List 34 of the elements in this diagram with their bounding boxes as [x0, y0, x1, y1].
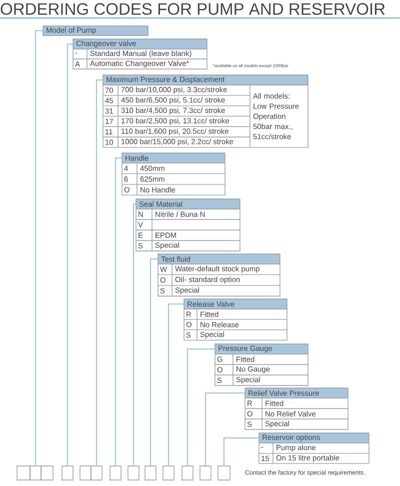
code-box: [16, 466, 30, 480]
leader-line: [132, 203, 136, 466]
leader-line: [204, 392, 245, 466]
code-box: [128, 466, 140, 480]
code-table: [258, 432, 370, 464]
leader-line: [168, 303, 184, 466]
leader-line: [96, 79, 103, 466]
leader-line: [150, 258, 158, 466]
code-box: [90, 466, 102, 480]
code-table: [102, 74, 308, 148]
code-table: [244, 388, 348, 430]
code-table: [72, 38, 208, 70]
code-box: [110, 466, 122, 480]
code-box: [80, 466, 92, 480]
code-box: [182, 466, 194, 480]
code-box: [218, 466, 230, 480]
leader-line: [114, 157, 122, 466]
code-box: [162, 466, 174, 480]
leader-line: [186, 348, 215, 466]
code-table: [214, 344, 308, 386]
code-box: [62, 466, 74, 480]
code-box: [144, 466, 156, 480]
code-table: [42, 26, 148, 36]
leader-line: [223, 437, 259, 466]
code-box: [40, 466, 54, 480]
code-box: [200, 466, 212, 480]
code-table: [136, 198, 240, 252]
code-table: [184, 298, 288, 341]
leader-line: [34, 30, 43, 466]
code-table: [158, 254, 280, 296]
code-table: [122, 152, 226, 196]
title: ORDERING CODES FOR PUMP AND RESERVOIR: [0, 3, 385, 15]
code-box: [30, 466, 42, 480]
leader-line: [66, 43, 73, 466]
